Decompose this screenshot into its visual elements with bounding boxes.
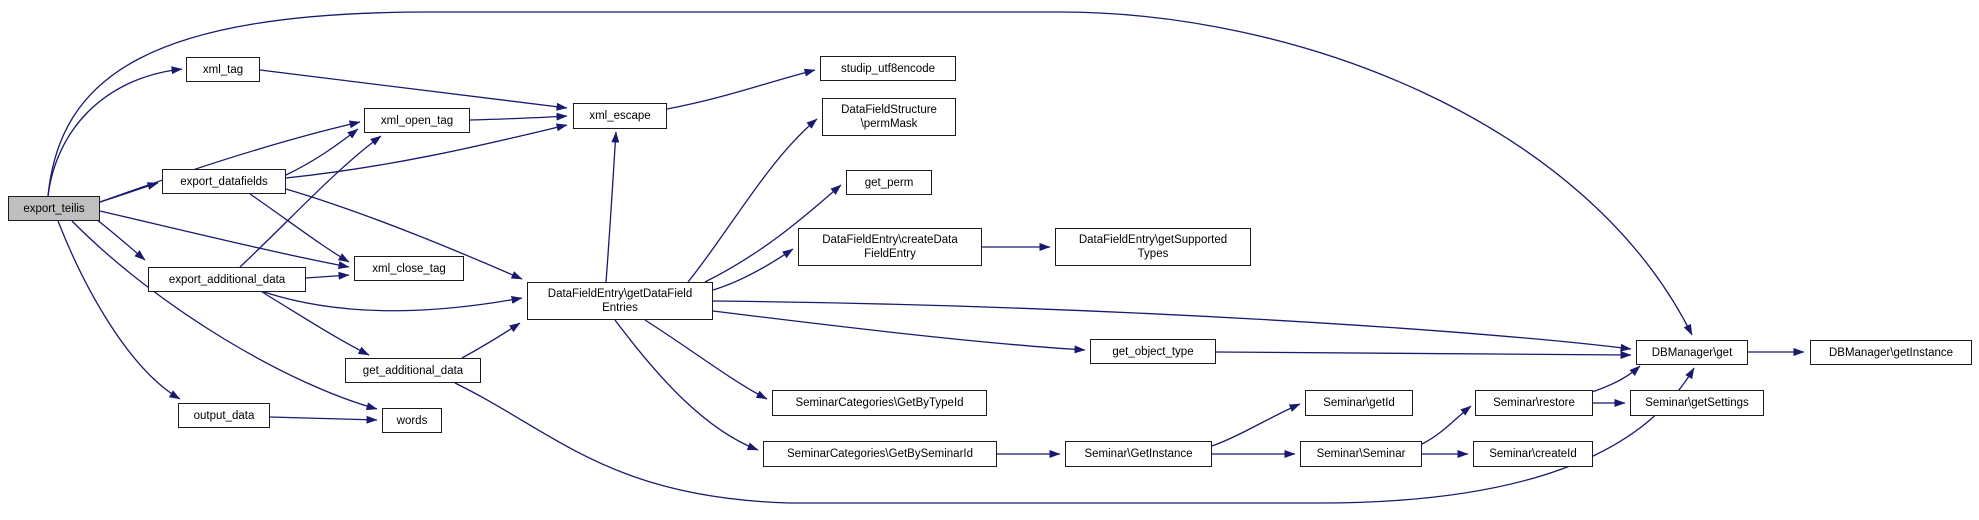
node-export_additional_data[interactable]: export_additional_data [148, 267, 306, 292]
edge-datafieldentry_getdatafieldentries-to-seminarcategories_getbyseminarid [614, 319, 759, 451]
node-label: export_teilis [23, 202, 85, 215]
edge-export_datafields-to-xml_open_tag [285, 128, 359, 176]
node-dbmanager_get[interactable]: DBManager\get [1636, 340, 1748, 365]
node-label: Entries [602, 302, 638, 314]
node-seminar_getsettings[interactable]: Seminar\getSettings [1630, 390, 1764, 416]
node-label: SeminarCategories\GetBySeminarId [787, 448, 973, 460]
edge-export_teilis-to-export_additional_data [95, 218, 146, 261]
node-label: Seminar\Seminar [1316, 448, 1406, 460]
node-label: get_additional_data [362, 364, 464, 377]
edge-export_teilis-to-xml_close_tag [99, 210, 350, 269]
node-label: Types [1137, 248, 1169, 260]
node-datafieldstructure_permmask[interactable]: DataFieldStructure \permMask [822, 98, 956, 136]
edge-datafieldentry_getdatafieldentries-to-get_perm [704, 184, 842, 283]
edge-datafieldentry_getdatafieldentries-to-xml_escape [605, 131, 620, 283]
node-xml_escape[interactable]: xml_escape [573, 103, 667, 129]
node-label: DBManager\get [1651, 346, 1733, 359]
edge-xml_escape-to-studip_utf8encode [666, 68, 816, 110]
node-seminar_seminar[interactable]: Seminar\Seminar [1300, 441, 1422, 467]
edge-export_additional_data-to-xml_open_tag [239, 135, 382, 268]
edge-export_datafields-to-xml_escape [285, 123, 568, 179]
node-studip_utf8encode[interactable]: studip_utf8encode [820, 56, 956, 81]
node-seminar_createid[interactable]: Seminar\createId [1473, 441, 1593, 467]
node-label: \permMask [860, 118, 918, 130]
node-get_additional_data[interactable]: get_additional_data [345, 358, 481, 383]
node-get_object_type[interactable]: get_object_type [1090, 339, 1216, 364]
edge-export_teilis-to-output_data [57, 220, 181, 400]
node-label: get_object_type [1112, 345, 1194, 358]
edge-get_additional_data-to-dbmanager_get [454, 367, 1695, 504]
edge-export_teilis-to-xml_open_tag [99, 120, 361, 203]
node-seminar_getid[interactable]: Seminar\getId [1305, 390, 1413, 416]
edge-export_datafields-to-datafieldentry_getdatafieldentries [285, 188, 523, 280]
edge-seminar_seminar-to-seminar_restore [1421, 405, 1472, 445]
node-output_data[interactable]: output_data [178, 403, 270, 428]
node-label: FieldEntry [864, 248, 916, 260]
edge-datafieldentry_getdatafieldentries-to-dbmanager_get [712, 300, 1632, 352]
edge-export_teilis-to-dbmanager_get [47, 11, 1693, 336]
edge-datafieldentry_getdatafieldentries-to-get_object_type [712, 310, 1086, 354]
edge-get_object_type-to-dbmanager_get [1215, 350, 1632, 359]
node-label: Seminar\getSettings [1645, 397, 1749, 409]
edge-xml_tag-to-xml_escape [259, 69, 568, 111]
edge-datafieldentry_getdatafieldentries-to-seminarcategories_getbytypeid [644, 319, 768, 400]
node-seminar_restore[interactable]: Seminar\restore [1475, 390, 1593, 416]
node-label: xml_escape [589, 110, 651, 122]
node-label: words [396, 414, 428, 427]
edge-export_teilis-to-export_datafields [99, 182, 159, 203]
edge-export_additional_data-to-datafieldentry_getdatafieldentries [263, 291, 523, 312]
edge-export_teilis-to-xml_tag [47, 66, 183, 197]
node-label: export_datafields [180, 175, 268, 188]
node-label: xml_open_tag [380, 114, 454, 127]
node-label: Seminar\GetInstance [1084, 448, 1193, 460]
node-export_datafields[interactable]: export_datafields [162, 169, 286, 194]
node-xml_tag[interactable]: xml_tag [186, 57, 260, 82]
edge-export_datafields-to-xml_close_tag [249, 193, 350, 263]
node-label: SeminarCategories\GetByTypeId [795, 397, 964, 409]
edge-export_additional_data-to-get_additional_data [261, 291, 370, 356]
edge-seminar_getinstance-to-seminar_getid [1211, 403, 1301, 447]
node-xml_close_tag[interactable]: xml_close_tag [354, 256, 464, 281]
edge-seminar_restore-to-dbmanager_get [1591, 365, 1641, 393]
node-words[interactable]: words [382, 408, 442, 433]
node-seminar_getinstance[interactable]: Seminar\GetInstance [1065, 441, 1212, 467]
node-seminarcategories_getbyseminarid[interactable]: SeminarCategories\GetBySeminarId [763, 441, 997, 467]
node-label: Seminar\createId [1489, 448, 1577, 460]
node-label: Seminar\getId [1323, 397, 1395, 409]
edge-output_data-to-words [269, 415, 378, 424]
edge-export_teilis-to-words [71, 220, 378, 411]
node-xml_open_tag[interactable]: xml_open_tag [364, 108, 470, 133]
node-label: DataFieldEntry\getDataField [547, 288, 693, 300]
node-label: studip_utf8encode [841, 62, 935, 75]
node-seminarcategories_getbytypeid[interactable]: SeminarCategories\GetByTypeId [772, 390, 987, 416]
node-label: get_perm [864, 176, 914, 189]
node-label: DataFieldStructure [841, 104, 937, 116]
node-label: Seminar\restore [1493, 397, 1575, 409]
node-label: output_data [193, 409, 255, 422]
node-label: DataFieldEntry\getSupported [1078, 234, 1228, 246]
node-dbmanager_getinstance[interactable]: DBManager\getInstance [1810, 340, 1972, 365]
edge-get_additional_data-to-datafieldentry_getdatafieldentries [461, 322, 521, 359]
edge-xml_open_tag-to-xml_escape [469, 112, 568, 121]
edge-export_additional_data-to-xml_close_tag [305, 271, 350, 280]
node-label: export_additional_data [168, 273, 286, 286]
node-export_teilis: export_teilis [8, 196, 100, 221]
node-label: DBManager\getInstance [1828, 346, 1954, 359]
edge-datafieldentry_getdatafieldentries-to-datafieldentry_createdatafieldentry [712, 248, 794, 291]
edge-datafieldentry_getdatafieldentries-to-datafieldstructure_permmask [687, 118, 818, 283]
node-label: xml_tag [202, 63, 244, 76]
node-label: xml_close_tag [372, 262, 446, 275]
node-get_perm[interactable]: get_perm [846, 170, 932, 195]
node-label: DataFieldEntry\createData [822, 234, 958, 246]
